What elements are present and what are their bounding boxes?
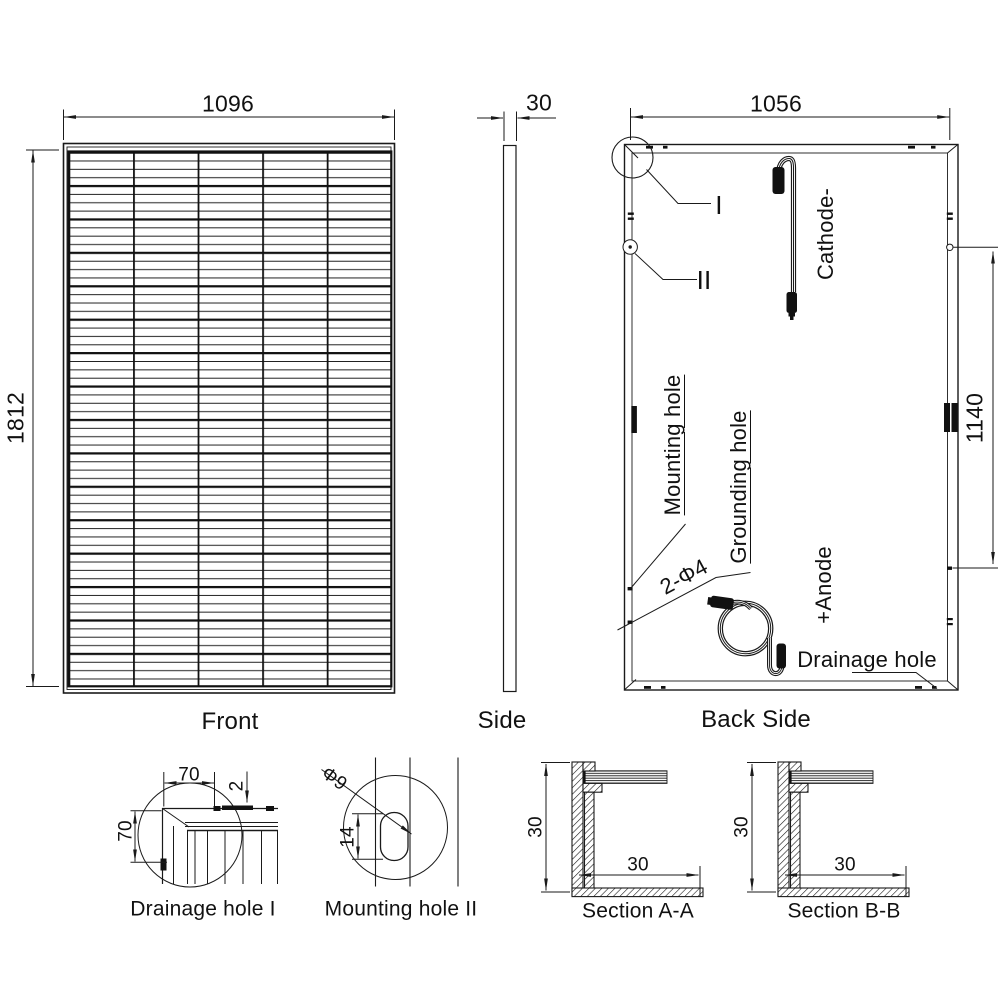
back-view [611,108,998,691]
cathode-cable [772,155,797,320]
mounting-detail-title: Mounting hole II [324,897,478,921]
dim-drainage-height: 70 [115,820,137,842]
cathode-connector [772,167,785,194]
edge-slot-marks [627,145,958,689]
dim-drainage-width: 70 [178,764,200,786]
section-aa-title: Section A-A [582,899,694,923]
dim-section-bb-depth: 30 [834,854,856,876]
mounting-slot [379,811,409,862]
detail-marker-i: I [715,190,723,220]
drainage-connector [776,643,786,669]
section-bb-title: Section B-B [787,899,901,923]
detail-circle-I [611,136,654,179]
dim-back-width: 1056 [750,90,802,117]
dim-side-thickness: 30 [526,89,552,116]
front-view [26,109,396,694]
mounting-hole-label: Mounting hole [660,374,685,516]
detail-marker-ii: II [696,265,712,295]
section-bb-profile [747,762,909,897]
anode-connector [710,595,734,610]
dim-section-bb-height: 30 [731,816,753,838]
dim-mounting-length: 14 [337,826,359,848]
drainage-detail-title: Drainage hole I [130,897,276,921]
detail-mounting-hole [321,757,459,887]
dim-section-aa-height: 30 [525,816,547,838]
front-view-title: Front [201,708,259,735]
side-view-title: Side [477,707,527,734]
drainage-hole-label: Drainage hole [797,647,937,672]
dim-front-height: 1812 [2,392,29,444]
cathode-label: Cathode- [813,187,838,281]
side-view [477,111,556,693]
grounding-hole-label: Grounding hole [726,410,751,564]
anode-cable [707,595,786,677]
dim-back-mount-span: 1140 [961,392,988,444]
dim-section-aa-depth: 30 [627,854,649,876]
back-view-title: Back Side [701,706,811,733]
anode-label: +Anode [811,546,836,624]
detail-drainage-hole [130,771,278,888]
dim-front-width: 1096 [202,90,254,117]
section-aa-profile [541,762,703,897]
dim-drainage-thickness: 2 [226,780,248,792]
